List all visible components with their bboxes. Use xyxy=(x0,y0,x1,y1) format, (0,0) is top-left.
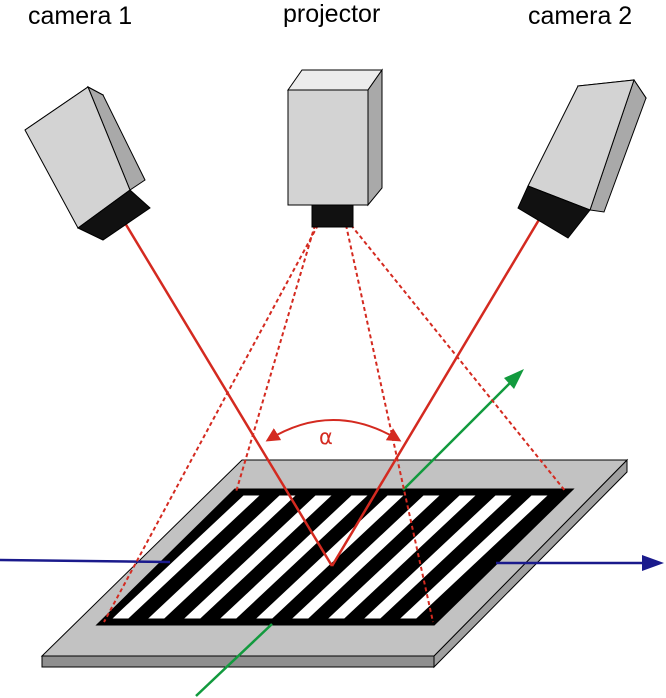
projector-label: projector xyxy=(283,0,380,28)
camera-2-label: camera 2 xyxy=(528,2,632,30)
camera-rays xyxy=(120,217,542,567)
fringe-pattern xyxy=(95,488,575,626)
camera-1-icon xyxy=(24,85,151,241)
angle-alpha-label: α xyxy=(319,425,333,449)
projector-cone xyxy=(103,224,567,623)
angle-indicator: α xyxy=(265,419,402,449)
camera-1-label: camera 1 xyxy=(28,2,132,30)
blue-axis xyxy=(0,555,664,571)
projector-icon xyxy=(287,68,383,228)
camera-2-icon xyxy=(517,78,647,239)
